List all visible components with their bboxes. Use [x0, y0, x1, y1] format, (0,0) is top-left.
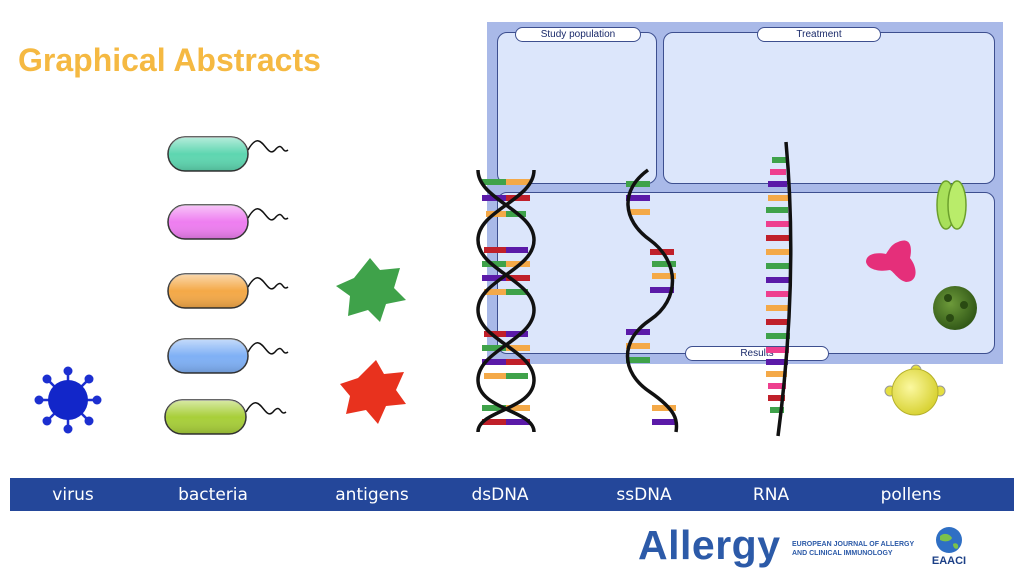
study-population-panel[interactable] — [497, 32, 657, 184]
pollen-icons — [866, 180, 977, 416]
page-title: Graphical Abstracts — [18, 42, 321, 78]
category-bacteria: bacteria — [178, 485, 248, 505]
pollen-icon — [884, 364, 946, 416]
antigen-icon — [340, 360, 406, 424]
bacteria-icons — [164, 136, 289, 435]
pollen-icon — [866, 240, 916, 282]
eaaci-logo-text: EAACI — [931, 555, 967, 567]
pollen-icon — [933, 286, 977, 330]
antigen-icons — [336, 258, 406, 424]
bacterium-icon — [167, 338, 289, 374]
template-frame: Study population Treatment Results — [487, 22, 1003, 364]
bacterium-icon — [167, 273, 289, 309]
journal-line-1: EUROPEAN JOURNAL OF ALLERGY — [792, 541, 915, 548]
category-rna: RNA — [752, 485, 790, 505]
results-label: Results — [685, 346, 829, 361]
rna-icon — [766, 141, 793, 437]
journal-subtitle: EUROPEAN JOURNAL OF ALLERGY AND CLINICAL… — [792, 540, 922, 558]
bacterium-icon — [164, 399, 287, 435]
category-bar: virus bacteria antigens dsDNA ssDNA RNA … — [10, 478, 1014, 511]
study-population-label: Study population — [515, 27, 641, 42]
dsdna-icon — [476, 169, 536, 433]
category-ssdna: ssDNA — [616, 485, 672, 505]
journal-line-2: AND CLINICAL IMMUNOLOGY — [792, 550, 893, 557]
pollen-icon — [936, 180, 967, 230]
allergy-logo: Allergy — [638, 522, 781, 568]
category-dsdna: dsDNA — [471, 485, 529, 505]
category-pollens: pollens — [880, 485, 942, 505]
bacterium-icon — [167, 136, 289, 172]
ssdna-icon — [625, 168, 679, 433]
category-virus: virus — [52, 485, 94, 505]
virus-icon — [34, 366, 102, 434]
antigen-icon — [336, 258, 406, 322]
treatment-label: Treatment — [757, 27, 881, 42]
category-antigens: antigens — [335, 485, 409, 505]
eaaci-globe-icon — [936, 527, 962, 553]
bacterium-icon — [167, 204, 289, 240]
